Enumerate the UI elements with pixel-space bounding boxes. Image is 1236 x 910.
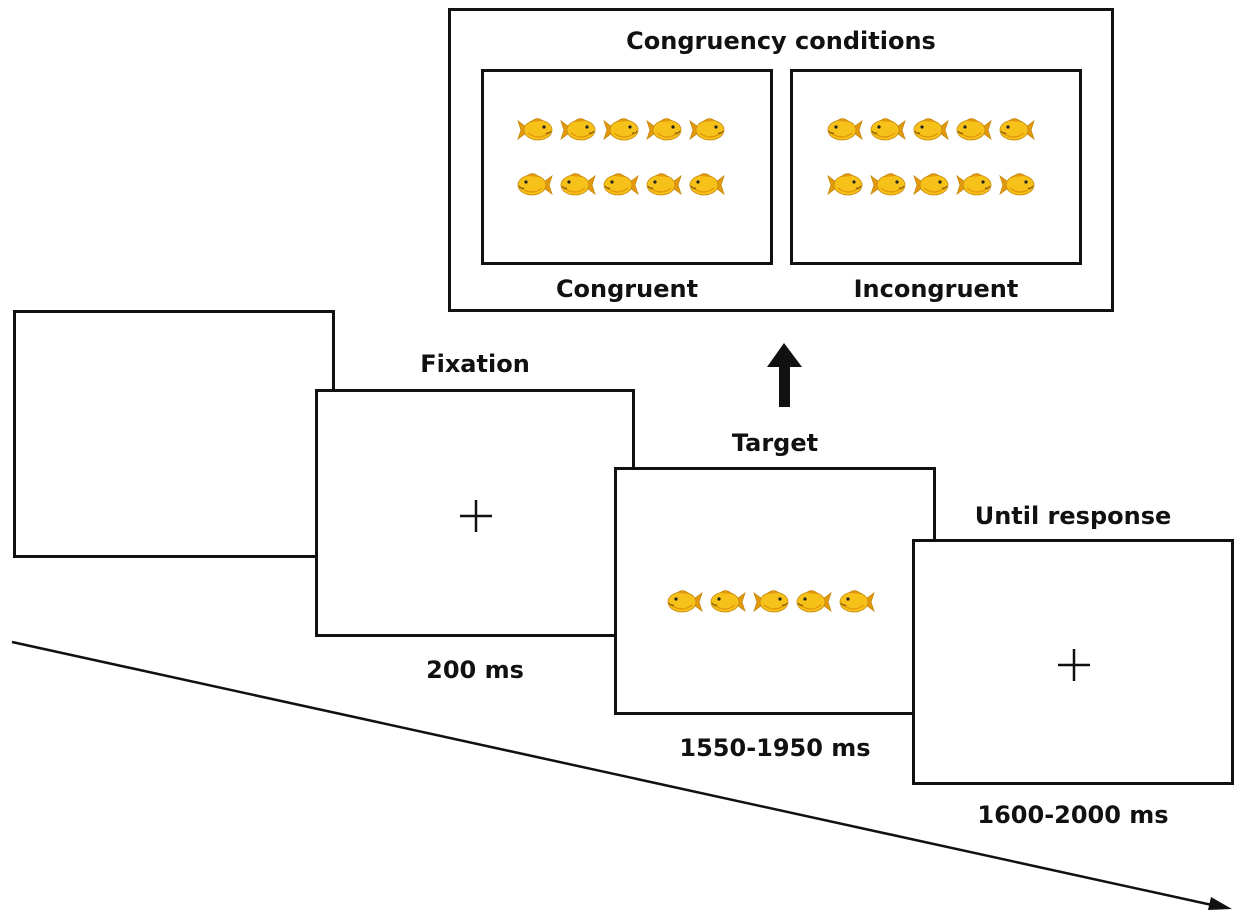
goldfish-icon [603,173,639,196]
target-label: Target [731,429,819,457]
congruent-label: Congruent [555,275,699,303]
goldfish-icon [913,118,949,141]
incongruent-label: Incongruent [853,275,1019,303]
goldfish-icon [956,118,992,141]
goldfish-icon [560,118,596,141]
goldfish-icon [999,118,1035,141]
incongruent-example-screen [790,69,1082,265]
target-duration: 1550-1950 ms [679,734,871,762]
goldfish-icon [913,173,949,196]
goldfish-icon [870,173,906,196]
goldfish-icon [796,590,832,613]
response-duration: 1600-2000 ms [977,801,1169,829]
goldfish-icon [956,173,992,196]
blank-screen [13,310,335,558]
congruent-top-row [515,116,727,144]
goldfish-icon [517,173,553,196]
goldfish-icon [517,118,553,141]
goldfish-icon [710,590,746,613]
incongruent-top-row [825,116,1037,144]
fixation-label: Fixation [420,350,530,378]
goldfish-icon [753,590,789,613]
goldfish-icon [646,173,682,196]
congruent-example-screen [481,69,773,265]
goldfish-icon [839,590,875,613]
response-label: Until response [974,502,1172,530]
plus-icon [1058,649,1090,681]
incongruent-bottom-row [825,171,1037,199]
up-arrow-icon [767,343,802,407]
goldfish-icon [689,173,725,196]
goldfish-icon [870,118,906,141]
goldfish-icon [999,173,1035,196]
goldfish-icon [827,173,863,196]
goldfish-icon [827,118,863,141]
goldfish-icon [689,118,725,141]
congruency-conditions-title: Congruency conditions [626,27,936,55]
goldfish-icon [560,173,596,196]
goldfish-icon [646,118,682,141]
goldfish-icon [603,118,639,141]
plus-icon [460,500,492,532]
target-row [665,588,877,616]
goldfish-icon [667,590,703,613]
fixation-duration: 200 ms [426,656,524,684]
congruent-bottom-row [515,171,727,199]
